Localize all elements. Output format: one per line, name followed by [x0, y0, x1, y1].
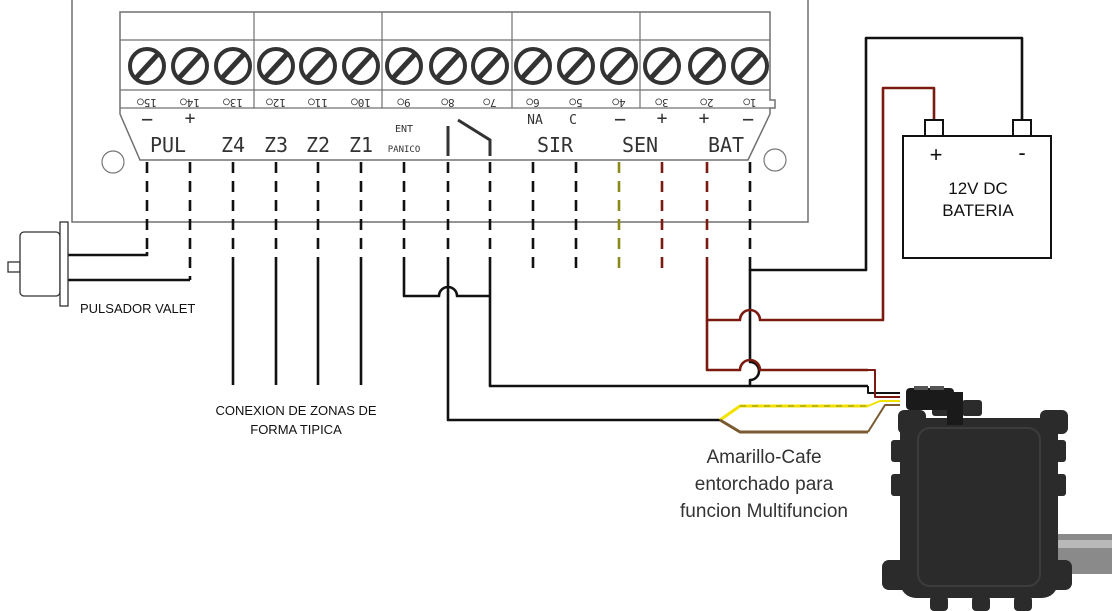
terminal-screw-6	[514, 47, 552, 85]
terminal-screw-9	[385, 47, 423, 85]
terminal-number-2: 2○	[700, 96, 714, 109]
panico-label: PANICO	[388, 145, 421, 155]
z4-label: Z4	[221, 133, 245, 157]
z1-label: Z1	[349, 133, 373, 157]
terminal-numbers: 15○ 14○ 13○ 12○ 11○ 10○ 9○ 8○ 7○ 6○ 5○ 4○ 3○ 2○ 1○	[137, 96, 757, 109]
terminal-screw-12	[257, 47, 295, 85]
zonas-label-line2: FORMA TIPICA	[250, 422, 342, 437]
solid-wires	[60, 36, 1024, 422]
terminal-screw-3	[643, 47, 681, 85]
terminal-number-1: 1○	[743, 96, 757, 109]
terminal-number-11: 11○	[308, 96, 328, 109]
terminal-labels: − + PUL Z4 Z3 Z2 Z1 ENT PANICO NA C SIR …	[141, 107, 754, 157]
sen-label: SEN	[622, 133, 658, 157]
terminal-screw-4	[600, 47, 638, 85]
module-note-line2: entorchado para	[695, 474, 834, 495]
terminal-screw-5	[557, 47, 595, 85]
battery: + - 12V DC BATERIA	[902, 119, 1052, 259]
module-note-line1: Amarillo-Cafe	[706, 447, 821, 468]
terminal-number-4: 4○	[612, 96, 626, 109]
module-twisted-wires	[719, 369, 900, 434]
terminal-screw-2	[688, 47, 726, 85]
terminal-number-12: 12○	[266, 96, 286, 109]
terminal-screw-14	[171, 47, 209, 85]
battery-minus-sign: -	[1018, 140, 1025, 165]
bat-minus-label: −	[742, 107, 754, 131]
pulsador-valet-icon	[7, 221, 69, 307]
mount-hole-right	[763, 148, 787, 172]
battery-body	[902, 135, 1052, 259]
pul-minus-label: −	[141, 107, 153, 131]
terminal-screws	[128, 47, 769, 85]
terminal-screw-8	[429, 47, 467, 85]
battery-plus-sign: +	[930, 142, 943, 167]
bat-label: BAT	[708, 133, 744, 157]
terminal-screw-11	[299, 47, 337, 85]
terminal-number-6: 6○	[526, 96, 540, 109]
battery-voltage-label: 12V DC	[948, 179, 1008, 198]
relay-contact-symbol	[446, 118, 492, 156]
dashed-wire-stubs	[145, 162, 752, 280]
na-label: NA	[527, 113, 543, 128]
terminal-number-10: 10○	[351, 96, 371, 109]
terminal-number-14: 14○	[180, 96, 200, 109]
zonas-label-line1: CONEXION DE ZONAS DE	[215, 403, 376, 418]
terminal-screw-15	[128, 47, 166, 85]
battery-terminal-positive	[924, 119, 944, 137]
terminal-screw-13	[214, 47, 252, 85]
terminal-number-3: 3○	[655, 96, 669, 109]
pul-label: PUL	[150, 133, 186, 157]
terminal-number-8: 8○	[441, 96, 455, 109]
terminal-screw-1	[731, 47, 769, 85]
c-label: C	[569, 113, 577, 128]
sir-label: SIR	[537, 133, 574, 157]
terminal-number-5: 5○	[569, 96, 583, 109]
sen-plus-label: +	[657, 108, 668, 129]
terminal-screw-7	[471, 47, 509, 85]
battery-name-label: BATERIA	[942, 201, 1014, 220]
pul-plus-label: +	[185, 108, 196, 129]
z3-label: Z3	[264, 133, 288, 157]
ent-label: ENT	[395, 124, 413, 135]
terminal-number-7: 7○	[483, 96, 497, 109]
terminal-number-9: 9○	[397, 96, 411, 109]
bat-plus-label: +	[699, 108, 710, 129]
pulsador-valet-label: PULSADOR VALET	[80, 301, 195, 316]
battery-terminal-negative	[1012, 119, 1032, 137]
multifunction-module	[882, 386, 1112, 611]
terminal-number-15: 15○	[137, 96, 157, 109]
sen-minus-label: −	[614, 107, 626, 131]
mount-hole-left	[101, 150, 125, 174]
terminal-number-13: 13○	[223, 96, 243, 109]
z2-label: Z2	[306, 133, 330, 157]
terminal-screw-10	[342, 47, 380, 85]
module-note-line3: funcion Multifuncion	[680, 501, 848, 522]
